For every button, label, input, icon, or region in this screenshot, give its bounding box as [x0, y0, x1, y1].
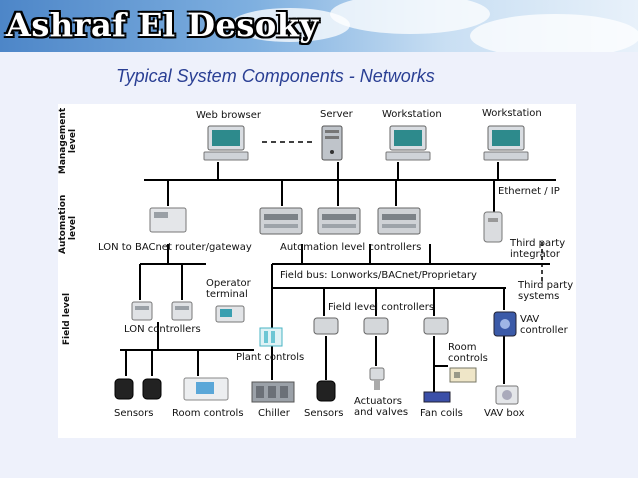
field-bus-label: Field bus: Lonworks/BACnet/Proprietary	[280, 270, 477, 281]
sensors-2-label: Sensors	[304, 408, 344, 419]
vav-box-label: VAV box	[484, 408, 525, 419]
lon-controllers-label: LON controllers	[124, 324, 201, 335]
cloud-decoration	[470, 14, 638, 52]
ethernet-label: Ethernet / IP	[498, 186, 560, 197]
field-level-controllers-label: Field level controllers	[328, 302, 435, 313]
workstation-2-label: Workstation	[482, 108, 542, 119]
header-banner: Ashraf El Desoky	[0, 0, 638, 52]
router-label: LON to BACnet router/gateway	[98, 242, 252, 253]
web-browser-label: Web browser	[196, 110, 261, 121]
network-lines	[120, 141, 556, 394]
fan-coils-label: Fan coils	[420, 408, 463, 419]
cloud-decoration	[330, 0, 490, 34]
server-label: Server	[320, 109, 353, 120]
level-label-field: Field level	[62, 292, 72, 346]
sensors-1-label: Sensors	[114, 408, 154, 419]
brand-title: Ashraf El Desoky	[6, 6, 319, 44]
slide-title: Typical System Components - Networks	[116, 66, 435, 86]
workstation-1-label: Workstation	[382, 109, 442, 120]
plant-controls-label: Plant controls	[236, 352, 305, 363]
room-controls-label: Room controls	[172, 408, 244, 419]
chiller-label: Chiller	[258, 408, 290, 419]
automation-controllers-label: Automation level controllers	[280, 242, 422, 253]
